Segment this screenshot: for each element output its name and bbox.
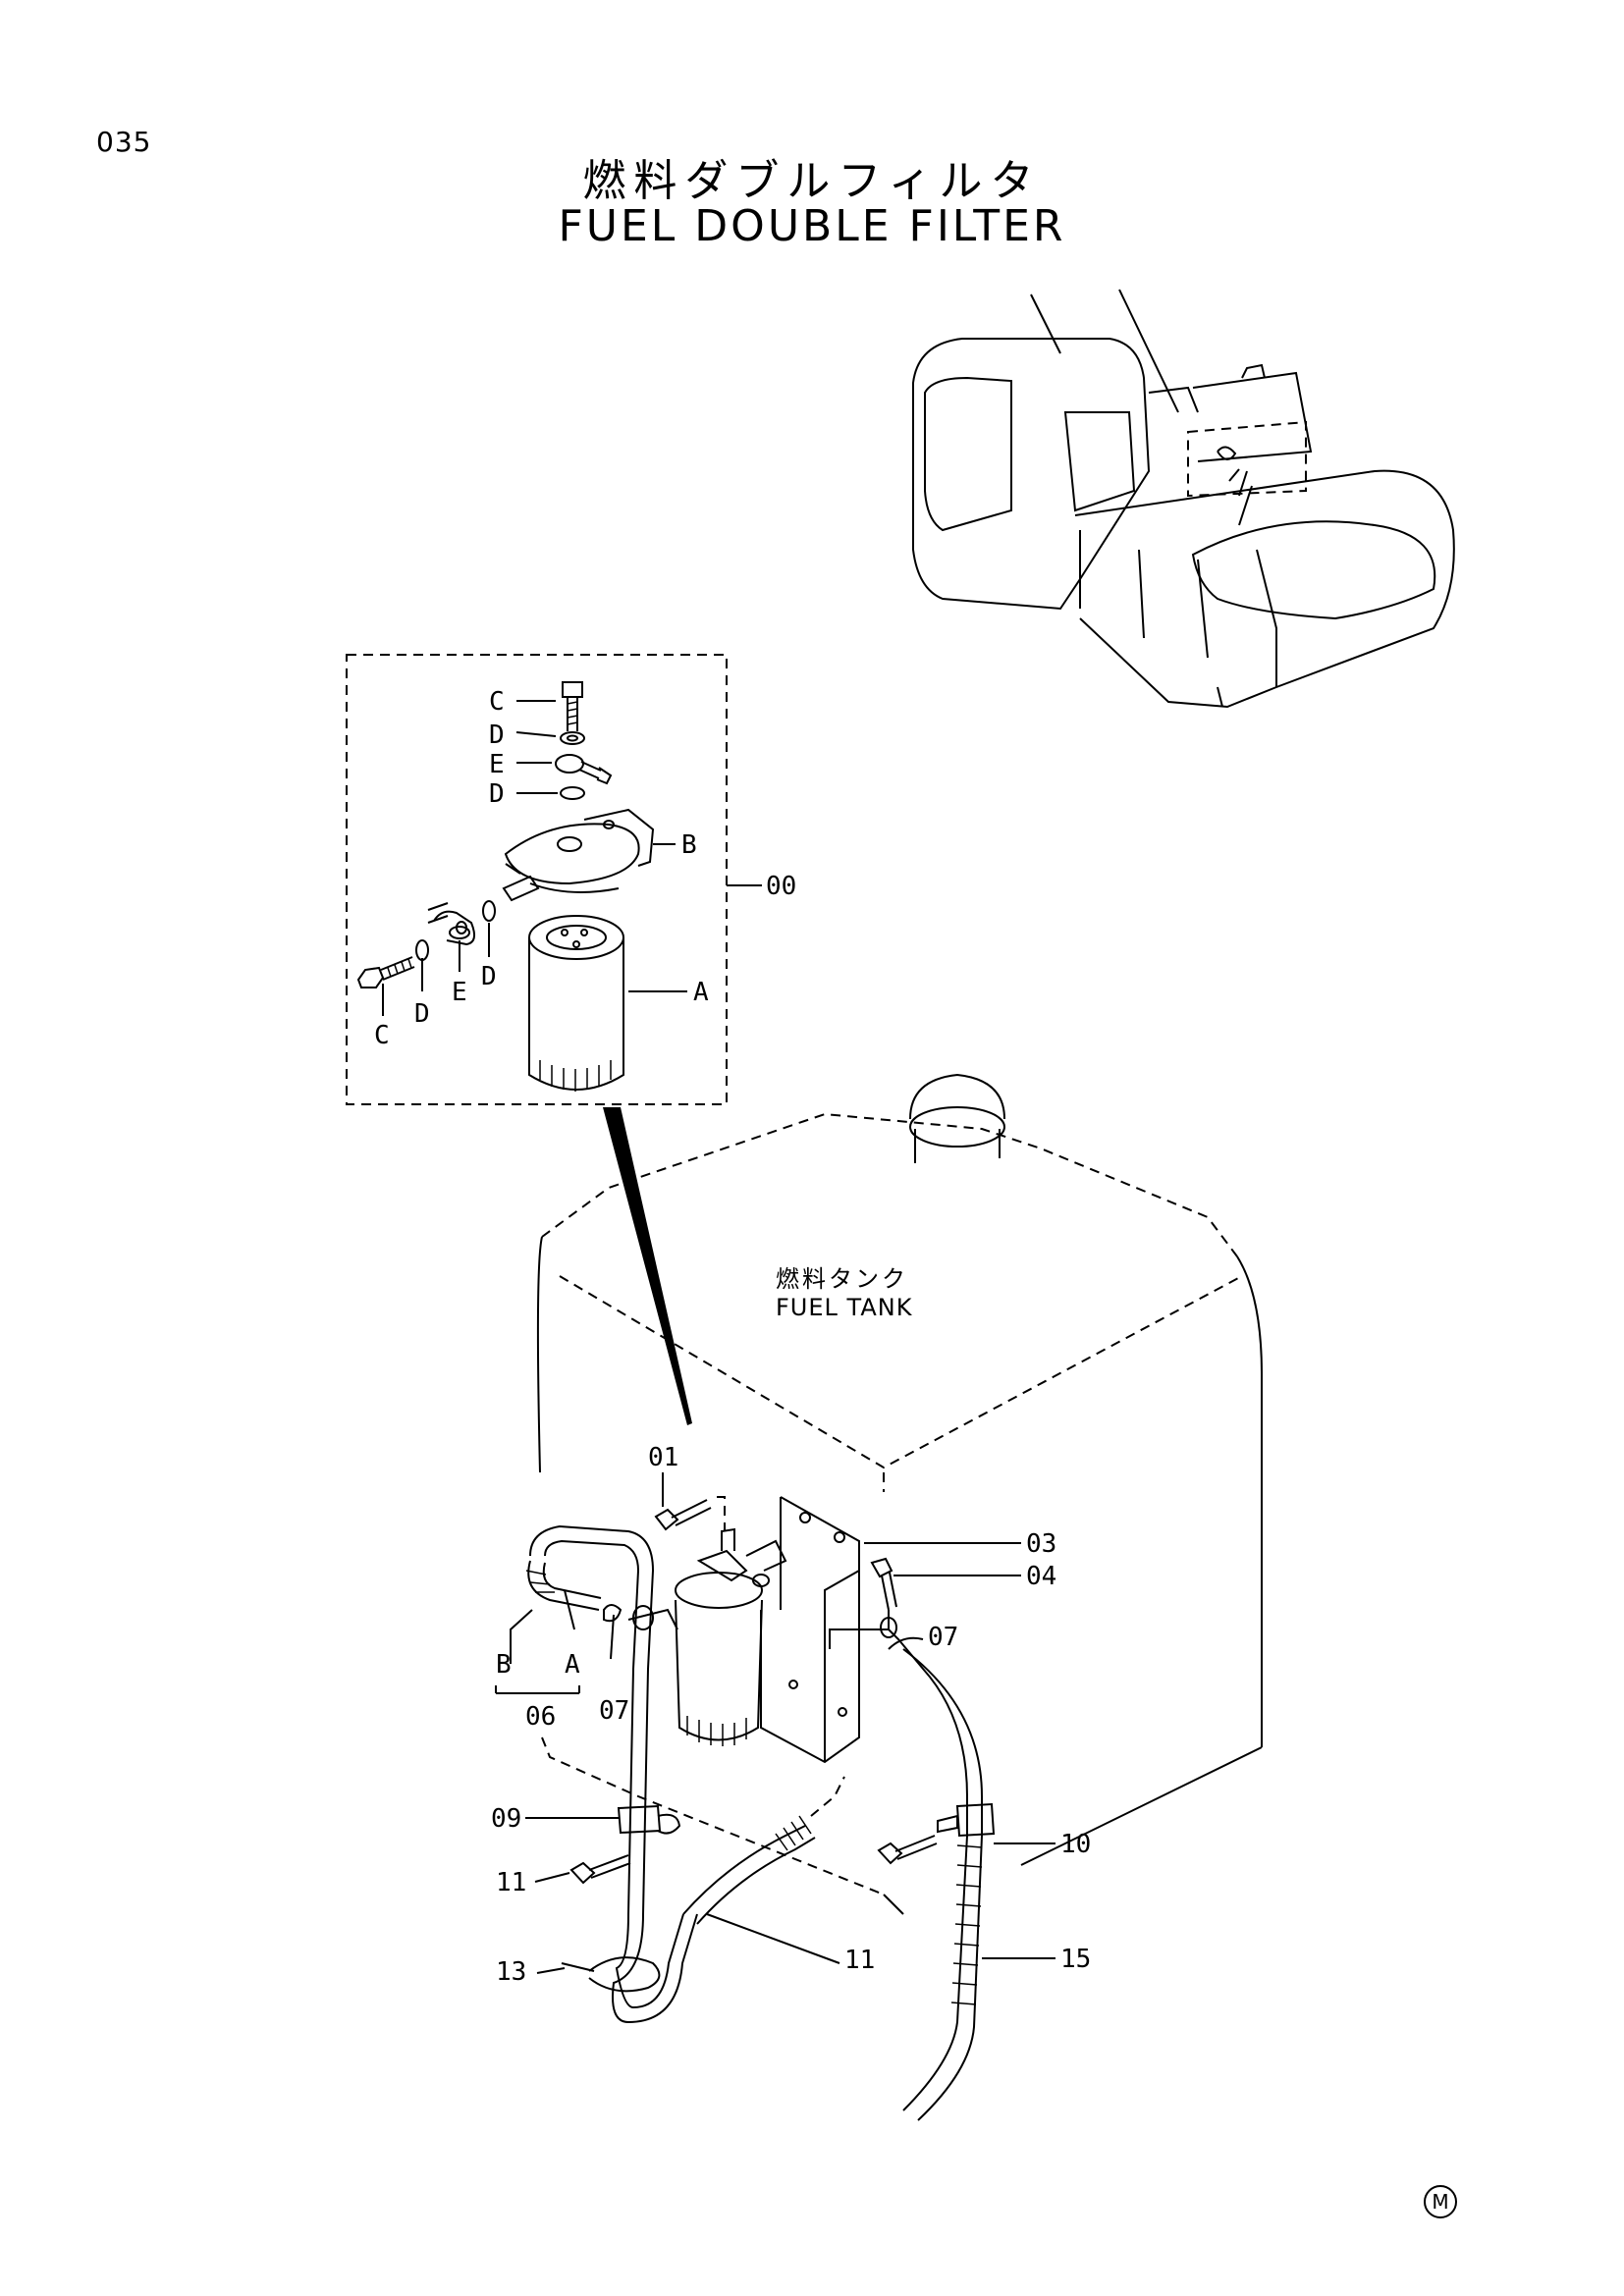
callout-d-left-2: D xyxy=(481,962,497,991)
fuel-tank-label-english: FUEL TANK xyxy=(776,1294,913,1321)
registered-mark-icon: M xyxy=(1424,2185,1457,2218)
callout-06-b: B xyxy=(496,1650,512,1680)
callout-06: 06 xyxy=(525,1702,557,1732)
callout-06-a: A xyxy=(565,1650,580,1680)
callout-d-top-1: D xyxy=(489,721,505,750)
page-title-japanese: 燃料ダブルフィルタ xyxy=(582,156,1042,206)
fuel-hose-06 xyxy=(525,1524,845,2024)
fuel-tank xyxy=(536,1073,1263,1915)
callout-11-mid: 11 xyxy=(844,1946,876,1975)
callout-04: 04 xyxy=(1026,1562,1057,1591)
callout-11-left: 11 xyxy=(496,1868,527,1897)
callout-assembly-00: 00 xyxy=(766,872,797,901)
filter-bracket xyxy=(760,1496,860,1764)
callout-leaders xyxy=(495,1472,1056,1974)
callout-a-element: A xyxy=(693,978,709,1007)
filter-exploded-view xyxy=(346,654,762,1105)
callout-10: 10 xyxy=(1060,1830,1092,1859)
callout-d-left-1: D xyxy=(414,999,430,1029)
callout-01: 01 xyxy=(648,1443,679,1472)
page-number: 035 xyxy=(96,126,152,158)
callout-c-top: C xyxy=(489,687,505,717)
page-title-english: FUEL DOUBLE FILTER xyxy=(558,201,1066,251)
callout-b-head: B xyxy=(681,830,697,860)
fuel-hose-15 xyxy=(877,1617,996,2121)
callout-e-top: E xyxy=(489,750,505,779)
detail-pointer xyxy=(603,1107,692,1425)
filter-assembly xyxy=(603,1496,897,1746)
callout-d-top-2: D xyxy=(489,779,505,809)
callout-03: 03 xyxy=(1026,1529,1057,1559)
callout-c-left: C xyxy=(374,1021,390,1050)
excavator-overview xyxy=(912,289,1455,709)
callout-07-right: 07 xyxy=(928,1623,959,1652)
callout-13: 13 xyxy=(496,1957,527,1987)
fuel-tank-label-japanese: 燃料タンク xyxy=(776,1265,908,1293)
callout-15: 15 xyxy=(1060,1945,1092,1974)
callout-e-left: E xyxy=(452,978,467,1007)
callout-09: 09 xyxy=(491,1804,522,1834)
callout-07-left: 07 xyxy=(599,1696,630,1726)
